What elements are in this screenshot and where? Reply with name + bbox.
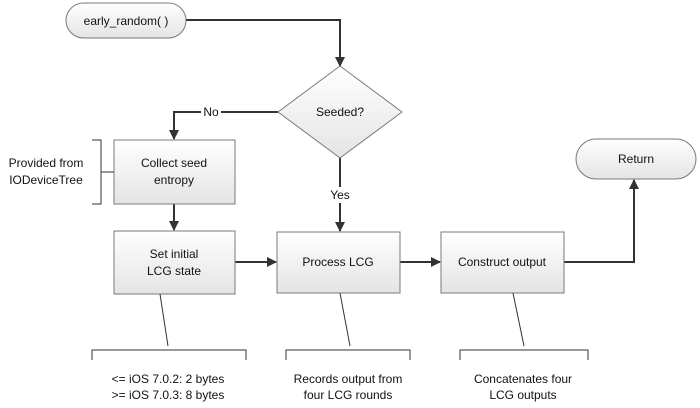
set-initial-label-line2: LCG state — [147, 264, 201, 278]
decision-label: Seeded? — [316, 105, 364, 119]
provided-label-line1: Provided from — [9, 156, 84, 170]
collect-seed-label-line2: entropy — [154, 173, 194, 187]
ios-note-line1: <= iOS 7.0.2: 2 bytes — [112, 372, 225, 386]
set-initial-label-line1: Set initial — [150, 247, 199, 261]
edge-no-to-collect — [169, 111, 278, 140]
decision-diamond — [277, 65, 403, 159]
yes-label-bg — [327, 187, 353, 203]
construct-output-label: Construct output — [458, 255, 547, 269]
start-terminator — [65, 2, 187, 39]
concat-note-connector — [512, 292, 525, 347]
collect-seed-box — [113, 139, 236, 205]
concat-note-bracket — [459, 349, 589, 360]
return-terminator — [575, 138, 697, 180]
ios-note-line2: >= iOS 7.0.3: 8 bytes — [112, 388, 225, 402]
edge-label-no: No — [203, 105, 219, 119]
construct-output-box — [440, 231, 565, 294]
records-note-line1: Records output from — [294, 372, 403, 386]
records-note-bracket — [285, 349, 411, 360]
ios-note-bracket — [91, 349, 247, 360]
concat-note-line2: LCG outputs — [489, 388, 556, 402]
start-label: early_random( ) — [84, 14, 169, 28]
no-label-bg — [201, 103, 221, 119]
edge-start-to-decision — [186, 19, 345, 67]
collect-seed-label-line1: Collect seed — [141, 156, 207, 170]
edge-label-yes: Yes — [330, 188, 350, 202]
return-label: Return — [618, 152, 654, 166]
records-note-line2: four LCG rounds — [304, 388, 393, 402]
process-lcg-box — [276, 231, 401, 294]
ios-note-connector — [159, 293, 169, 347]
concat-note-line1: Concatenates four — [474, 372, 572, 386]
edge-construct-to-return — [564, 179, 639, 263]
provided-bracket — [92, 139, 102, 205]
provided-label-line2: IODeviceTree — [9, 173, 83, 187]
process-lcg-label: Process LCG — [302, 255, 373, 269]
records-note-connector — [339, 292, 351, 347]
set-initial-box — [113, 230, 236, 295]
